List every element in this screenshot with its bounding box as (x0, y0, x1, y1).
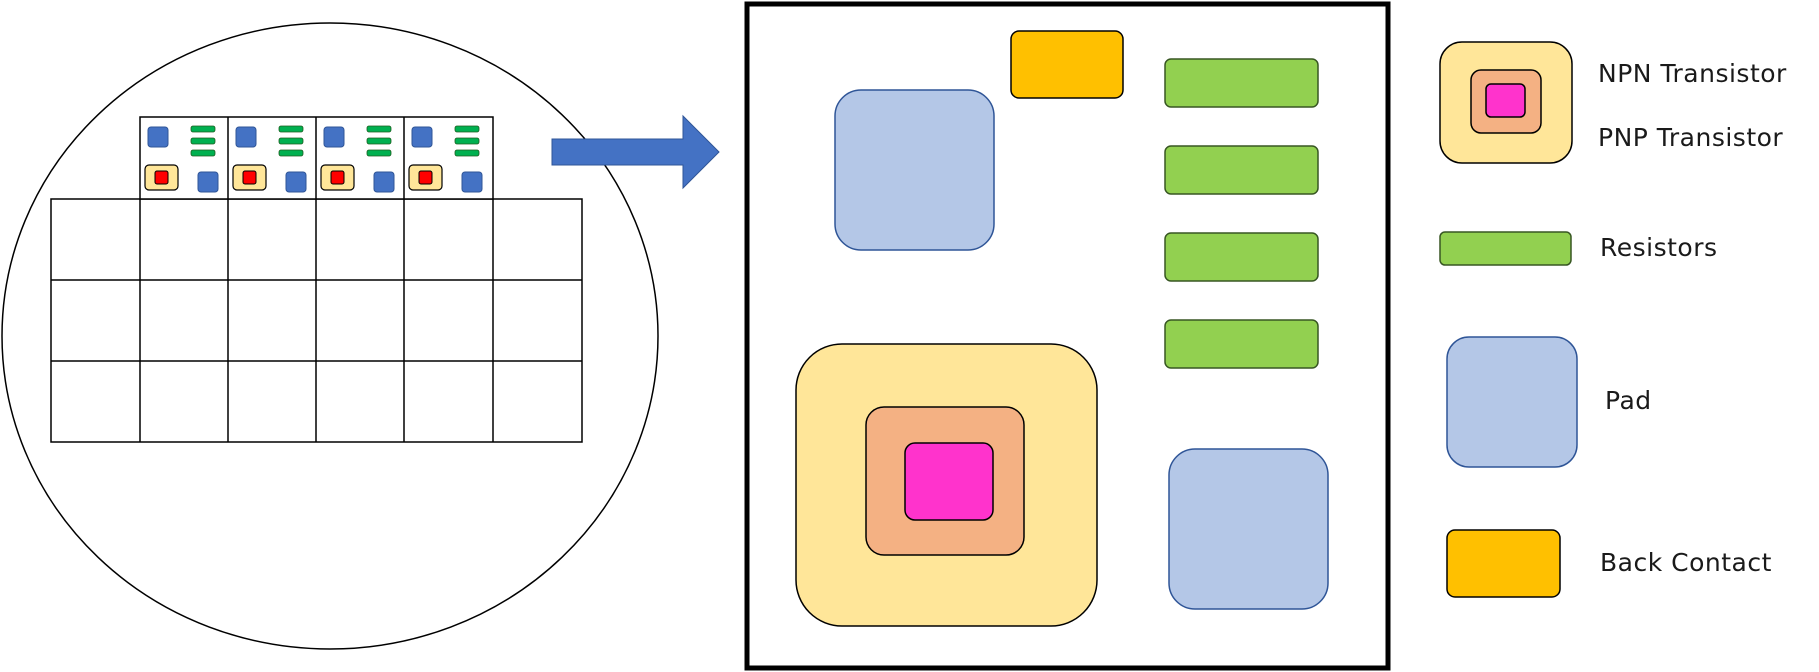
legend-transistor-inner (1485, 83, 1526, 118)
legend-back-contact-icon (1446, 529, 1561, 598)
mini-transistor-core (418, 170, 433, 185)
resistor (1164, 319, 1319, 369)
back-contact (1010, 30, 1124, 99)
mini-resistor (366, 137, 392, 145)
mini-resistor (190, 137, 216, 145)
mini-pad (147, 126, 169, 148)
mini-resistor (454, 149, 480, 157)
legend-pad-icon (1446, 336, 1578, 468)
die-grid (50, 198, 583, 443)
mini-transistor-core (154, 170, 169, 185)
mini-pad (411, 126, 433, 148)
legend-label-pnp: PNP Transistor (1598, 123, 1783, 152)
mini-pad (285, 171, 307, 193)
legend-label-npn: NPN Transistor (1598, 59, 1787, 88)
mini-die (320, 125, 395, 193)
resistor (1164, 145, 1319, 195)
mini-pad (323, 126, 345, 148)
mini-resistor (454, 125, 480, 133)
resistor (1164, 58, 1319, 108)
wafer (1, 22, 659, 650)
pad-top (834, 89, 995, 251)
legend: NPN Transistor PNP Transistor Resistors … (1439, 41, 1787, 598)
mini-resistor (190, 125, 216, 133)
mini-resistor (190, 149, 216, 157)
zoomed-die (744, 1, 1391, 671)
legend-label-resistors: Resistors (1600, 233, 1718, 262)
mini-die (408, 125, 483, 193)
legend-label-pad: Pad (1605, 386, 1652, 415)
zoom-arrow (551, 114, 720, 190)
mini-die (144, 125, 219, 193)
mini-pad (461, 171, 483, 193)
transistor (795, 343, 1098, 627)
populated-die-row (139, 116, 494, 200)
transistor-inner (904, 442, 994, 521)
mini-resistor (278, 149, 304, 157)
legend-resistor-icon (1439, 231, 1572, 266)
mini-resistor (278, 125, 304, 133)
mini-resistor (366, 125, 392, 133)
mini-resistor (278, 137, 304, 145)
mini-pad (373, 171, 395, 193)
mini-resistor (454, 137, 480, 145)
mini-transistor-core (242, 170, 257, 185)
resistor (1164, 232, 1319, 282)
mini-die (232, 125, 307, 193)
pad-bottom (1168, 448, 1329, 610)
legend-label-back-contact: Back Contact (1600, 548, 1772, 577)
mini-pad (197, 171, 219, 193)
mini-pad (235, 126, 257, 148)
mini-resistor (366, 149, 392, 157)
legend-transistor-icon (1439, 41, 1573, 164)
mini-transistor-core (330, 170, 345, 185)
